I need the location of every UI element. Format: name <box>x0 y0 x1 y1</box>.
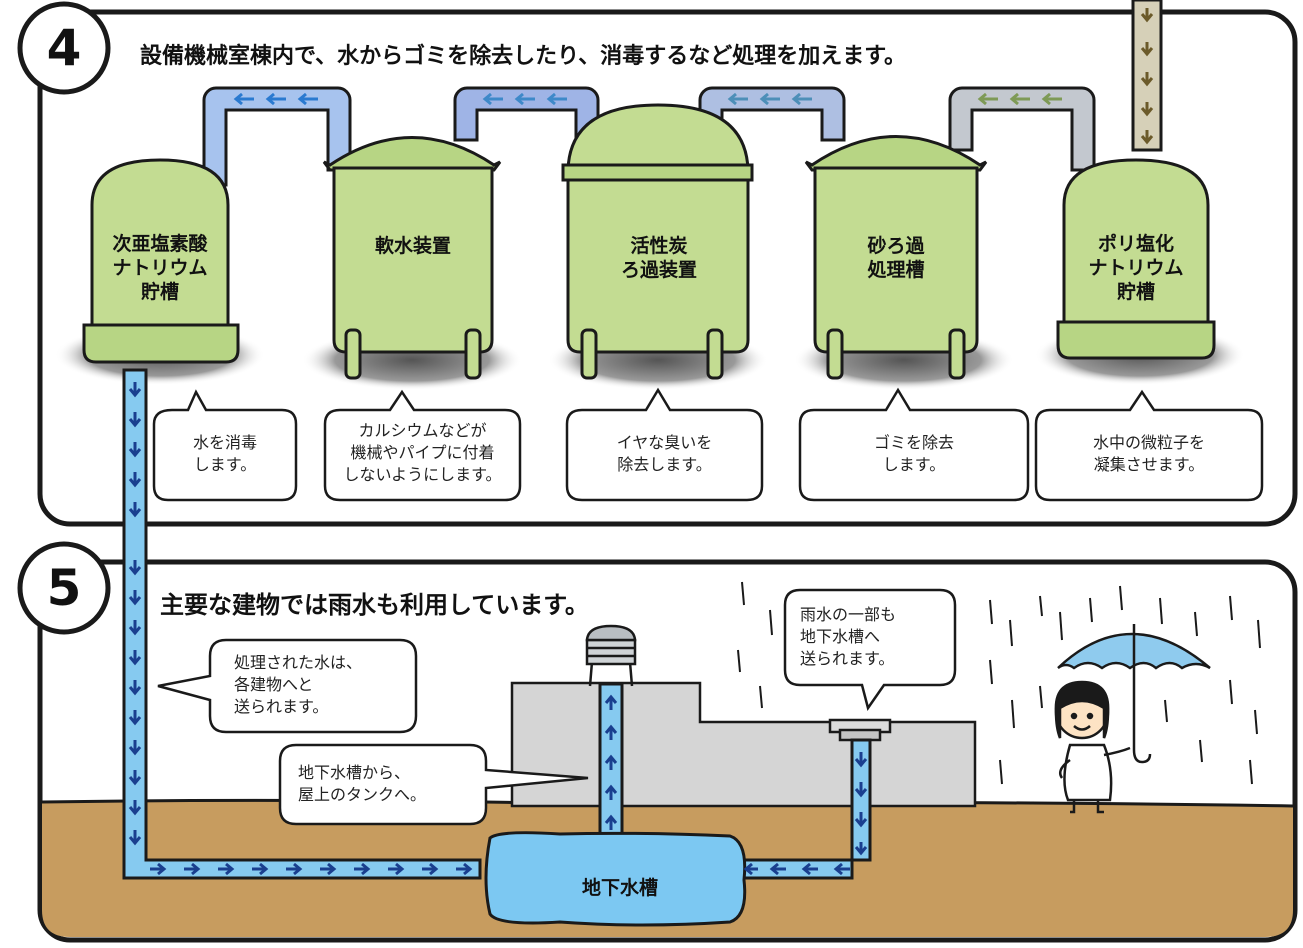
callout-bubbles-section5 <box>157 588 957 826</box>
tank-activated-carbon <box>561 103 754 380</box>
tank-polyaluminum-chloride <box>1056 158 1216 360</box>
bubble-distribute: 処理された水は、 各建物へと 送られます。 <box>234 653 363 716</box>
underground-tank <box>484 831 747 927</box>
step-5-number: 5 <box>46 559 82 617</box>
callout-bubbles-section4 <box>152 387 1264 502</box>
tank-label: 次亜塩素酸 ナトリウム 貯槽 <box>112 233 208 303</box>
tank-water-softener <box>322 136 502 380</box>
pipe-flow-arrows <box>233 92 1062 106</box>
tank-note: イヤな臭いを 除去します。 <box>616 433 713 474</box>
bubble-rooftop: 地下水槽から、 屋上のタンクへ。 <box>298 763 427 804</box>
step-4-circle <box>17 1 111 95</box>
connecting-pipes <box>202 86 1096 187</box>
step-5-circle <box>17 541 111 635</box>
tank-sand-filter <box>804 135 988 380</box>
tank-note: カルシウムなどが 機械やパイプに付着 しないようにします。 <box>343 421 502 484</box>
rain-icon <box>737 581 1261 785</box>
tank-note: 水を消毒 します。 <box>192 433 257 474</box>
bubble-rain: 雨水の一部も 地下水槽へ 送られます。 <box>800 605 897 668</box>
step-4-number: 4 <box>46 19 82 77</box>
flow-arrow-icon <box>128 382 868 876</box>
girl-with-umbrella <box>1054 624 1211 814</box>
tank-label: 軟水装置 <box>374 235 451 257</box>
underground-tank-label: 地下水槽 <box>581 877 658 899</box>
main-supply-pipe <box>122 368 482 880</box>
umbrella-icon <box>1057 624 1211 764</box>
rooftop-tank-icon <box>585 624 637 687</box>
inlet-pipe-arrows <box>1140 8 1154 145</box>
rain-drain <box>828 718 892 742</box>
section5-heading: 主要な建物では雨水も利用しています。 <box>160 591 589 619</box>
tank-label: 活性炭 ろ過装置 <box>620 235 697 281</box>
tank-label: ポリ塩化 ナトリウム 貯槽 <box>1088 233 1184 303</box>
section4-heading: 設備機械室棟内で、水からゴミを除去したり、消毒するなど処理を加えます。 <box>140 44 907 69</box>
tank-note: ゴミを除去 します。 <box>873 433 954 474</box>
tank-note: 水中の微粒子を 凝集させます。 <box>1092 433 1205 474</box>
tank-sodium-hypochlorite <box>82 158 240 364</box>
tank-label: 砂ろ過 処理槽 <box>867 235 925 281</box>
step-number-circles <box>17 1 111 635</box>
